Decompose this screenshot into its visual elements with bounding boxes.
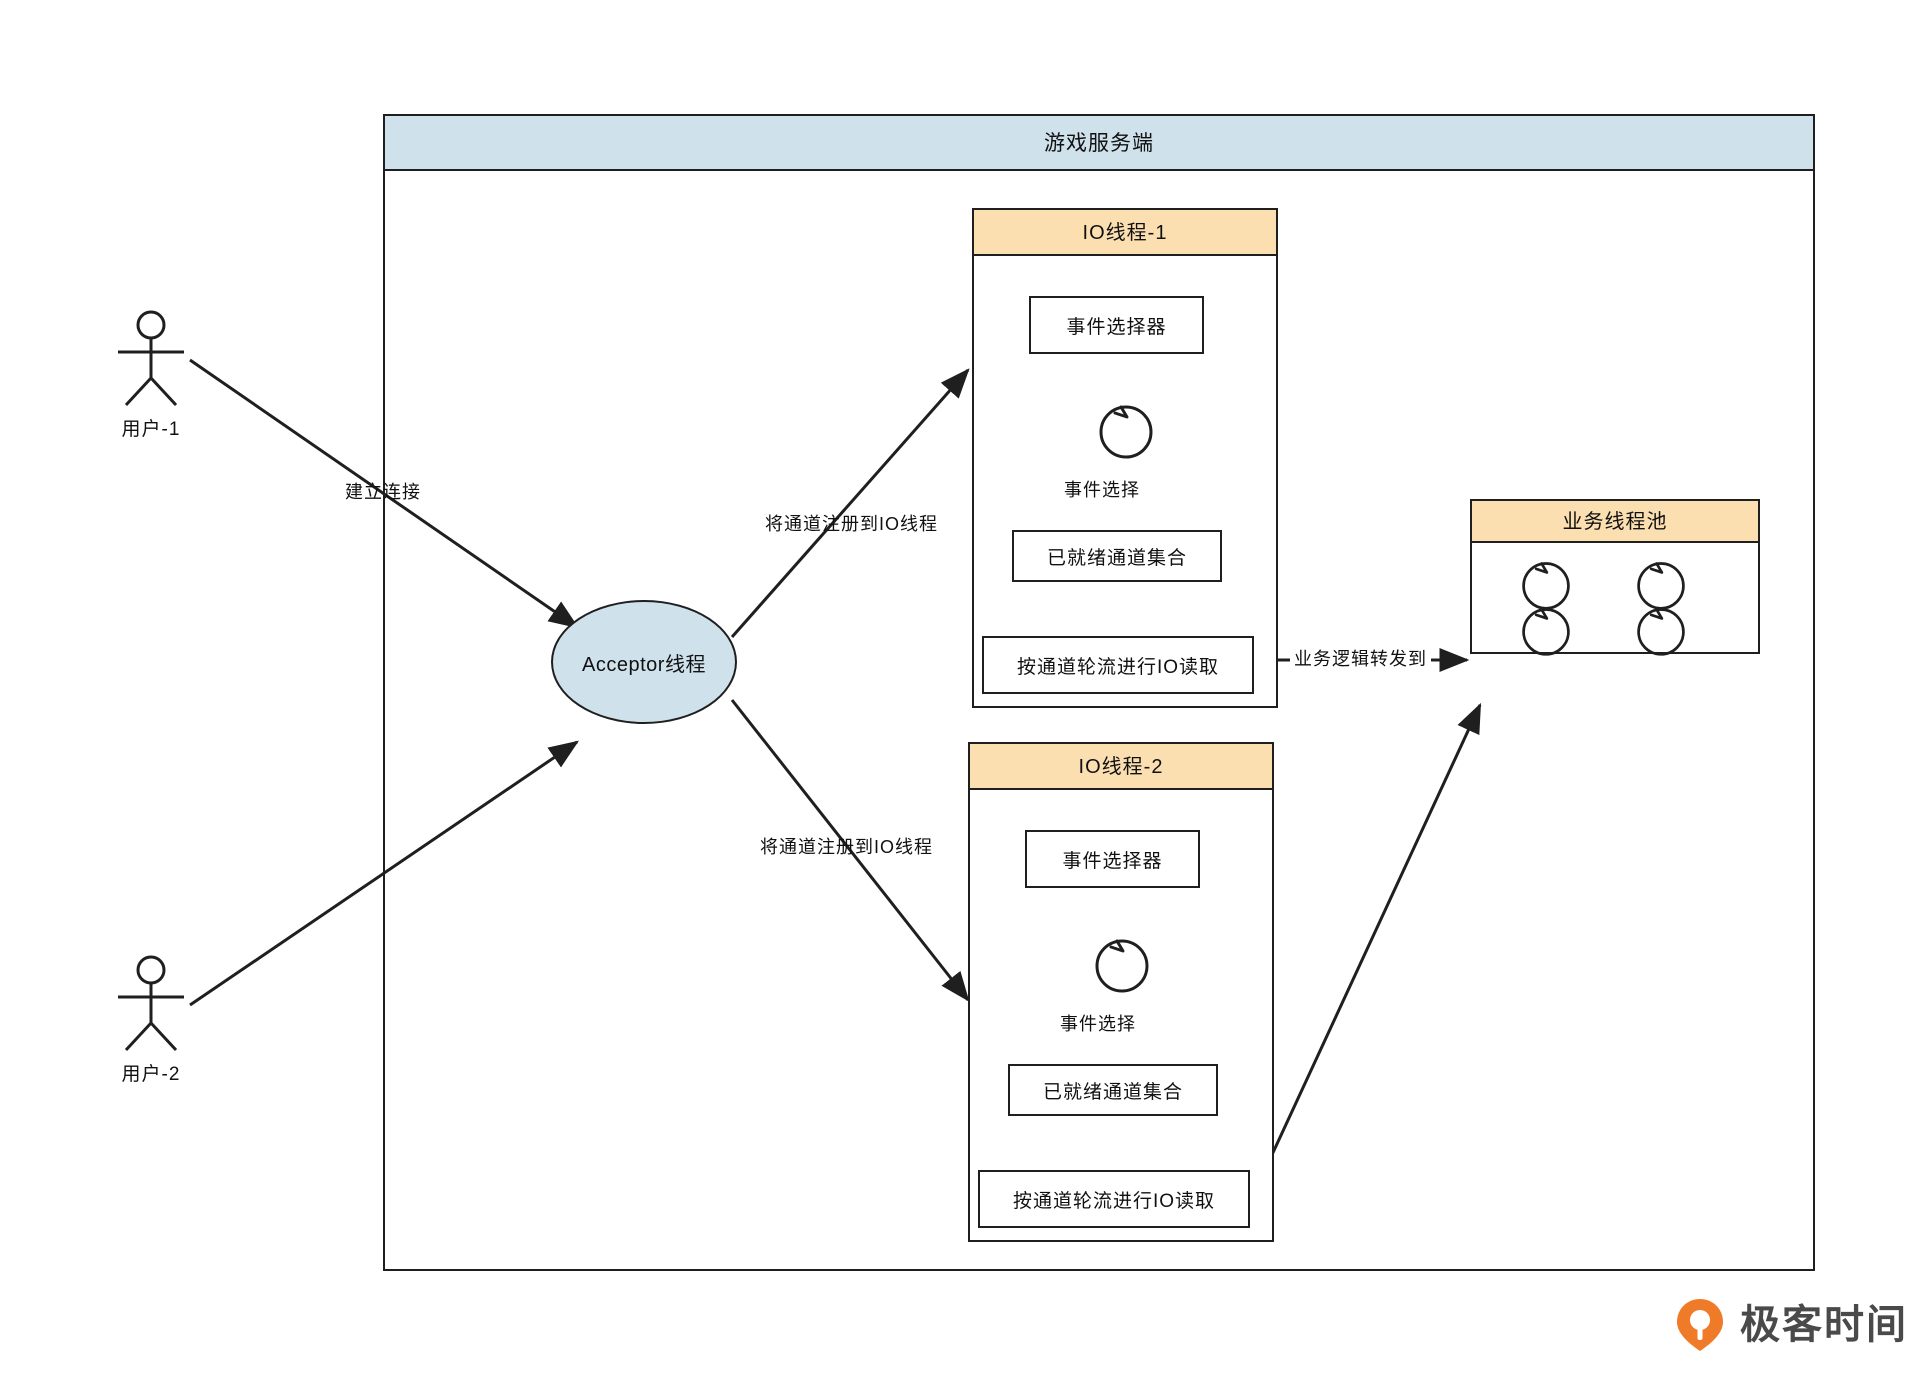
io1-event-selector-node[interactable]: 事件选择器 (1029, 296, 1204, 354)
io2-io-read-node[interactable]: 按通道轮流进行IO读取 (978, 1170, 1250, 1228)
game-server-container: 游戏服务端 (383, 114, 1815, 1271)
actor-user-2-label: 用户-2 (121, 1064, 181, 1085)
io-thread-2-title: IO线程-2 (970, 744, 1272, 790)
loop-circle-icon (1522, 608, 1570, 656)
io1-ready-channel-set-node[interactable]: 已就绪通道集合 (1012, 530, 1222, 582)
business-thread-pool-body (1472, 543, 1758, 656)
io-thread-1-panel[interactable]: IO线程-1 事件选择器 事件选择 已就绪通道集合 按通道轮流进行IO读取 (972, 208, 1278, 708)
business-thread-pool-panel[interactable]: 业务线程池 (1470, 499, 1760, 656)
game-server-title: 游戏服务端 (385, 116, 1813, 171)
io1-io-read-node[interactable]: 按通道轮流进行IO读取 (982, 636, 1254, 694)
actor-user-2: 用户-2 (96, 955, 206, 1086)
watermark-text: 极客时间 (1740, 1303, 1908, 1347)
acceptor-thread-node[interactable]: Acceptor线程 (551, 600, 737, 724)
io-thread-2-panel[interactable]: IO线程-2 事件选择器 事件选择 已就绪通道集合 按通道轮流进行IO读取 (968, 742, 1274, 1242)
loop-circle-icon (1095, 939, 1149, 993)
watermark: 极客时间 (1672, 1297, 1908, 1353)
geekbang-pin-logo-icon (1677, 1299, 1723, 1351)
io2-event-selector-node[interactable]: 事件选择器 (1025, 830, 1200, 888)
io-thread-2-body: 事件选择器 事件选择 已就绪通道集合 按通道轮流进行IO读取 (970, 790, 1272, 1240)
loop-circle-icon (1637, 562, 1685, 610)
edge-label-forward-business-logic: 业务逻辑转发到 (1290, 645, 1431, 671)
business-thread-pool-title: 业务线程池 (1472, 501, 1758, 543)
user-stick-figure-icon (118, 955, 184, 1052)
edge-label-register-channel-io1: 将通道注册到IO线程 (765, 514, 939, 534)
actor-user-1: 用户-1 (96, 310, 206, 441)
loop-circle-icon (1522, 562, 1570, 610)
acceptor-thread-label: Acceptor线程 (582, 653, 706, 676)
io1-loop-label: 事件选择 (1064, 480, 1140, 500)
io2-loop-label: 事件选择 (1060, 1014, 1136, 1034)
edge-label-register-channel-io2: 将通道注册到IO线程 (760, 837, 934, 857)
io2-ready-channel-set-node[interactable]: 已就绪通道集合 (1008, 1064, 1218, 1116)
actor-user-1-label: 用户-1 (121, 419, 181, 440)
loop-circle-icon (1099, 405, 1153, 459)
edge-label-establish-connection: 建立连接 (345, 482, 421, 502)
loop-circle-icon (1637, 608, 1685, 656)
io-thread-1-title: IO线程-1 (974, 210, 1276, 256)
user-stick-figure-icon (118, 310, 184, 407)
io-thread-1-body: 事件选择器 事件选择 已就绪通道集合 按通道轮流进行IO读取 (974, 256, 1276, 706)
